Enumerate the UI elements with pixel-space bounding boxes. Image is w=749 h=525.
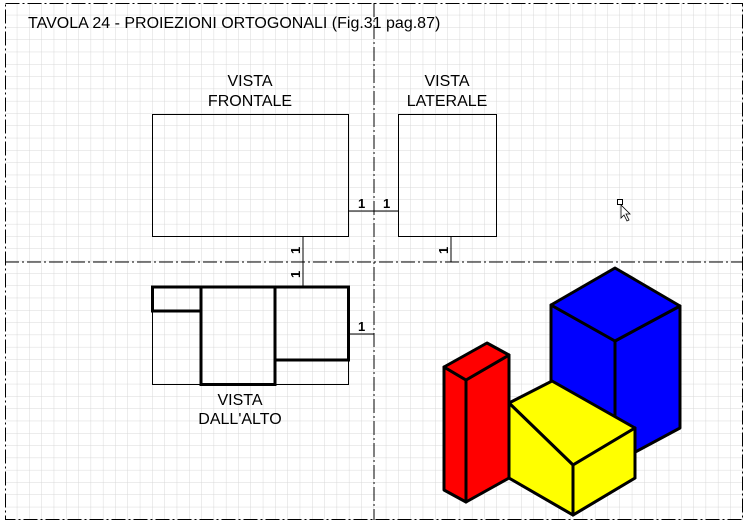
- dimension-lines: [302, 210, 452, 335]
- front-view-label-2: FRONTALE: [208, 93, 292, 110]
- dimension-side-bottom: 1: [436, 247, 451, 254]
- front-view-label-1: VISTA: [227, 73, 272, 90]
- top-view-label-2: DALL'ALTO: [198, 411, 281, 428]
- top-view-label-1: VISTA: [217, 392, 262, 409]
- pointer-cursor-icon: [617, 199, 631, 222]
- dimension-front-side-right: 1: [383, 196, 390, 211]
- sheet-title: TAVOLA 24 - PROIEZIONI ORTOGONALI (Fig.3…: [28, 15, 440, 32]
- top-view-visible-edges: [151, 285, 350, 386]
- side-view-label-2: LATERALE: [407, 93, 488, 110]
- isometric-model: [442, 266, 682, 517]
- dimension-top-right: 1: [358, 319, 365, 334]
- side-view-rect[interactable]: [398, 114, 497, 237]
- yellow-block: [507, 379, 637, 517]
- dimension-front-top-lower: 1: [288, 271, 303, 278]
- red-block: [442, 341, 511, 504]
- dimension-front-side-left: 1: [358, 196, 365, 211]
- dimension-front-top-upper: 1: [288, 247, 303, 254]
- side-view-label-1: VISTA: [424, 73, 469, 90]
- front-view-rect[interactable]: [152, 114, 349, 237]
